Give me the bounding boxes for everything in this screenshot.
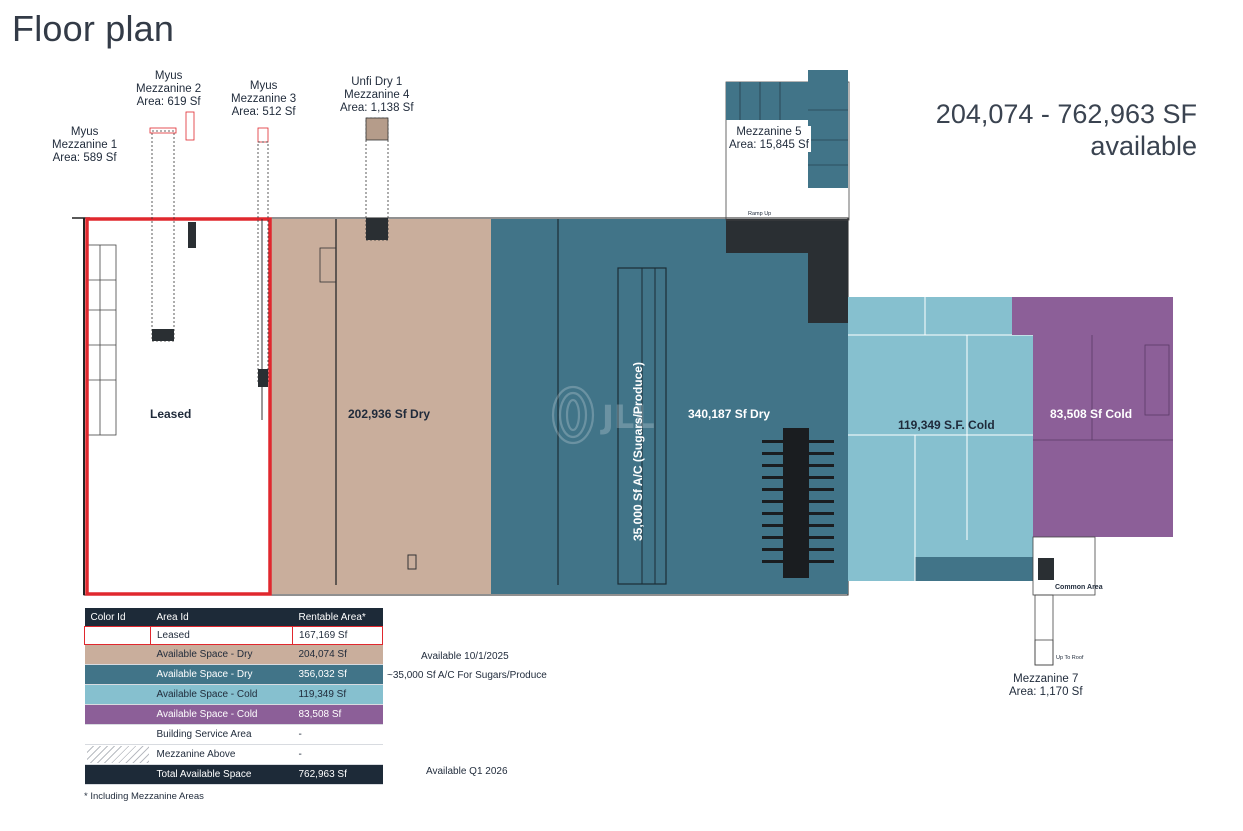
mezzanine-stems bbox=[149, 111, 389, 383]
mezzanine-4-name: Mezzanine 4 bbox=[344, 89, 410, 101]
mezzanine-7-label: Mezzanine 7 Area: 1,170 Sf bbox=[1009, 673, 1083, 699]
mezzanine-1-label: Myus Mezzanine 1 Area: 589 Sf bbox=[52, 126, 117, 165]
dry-zone-tan[interactable] bbox=[271, 219, 491, 594]
cold-zone-purple[interactable] bbox=[1033, 335, 1173, 537]
mezzanine-2-label: Myus Mezzanine 2 Area: 619 Sf bbox=[136, 70, 201, 109]
legend-footnote: * Including Mezzanine Areas bbox=[84, 791, 204, 802]
mezzanine-2-area: Area: 619 Sf bbox=[136, 96, 201, 108]
mezzanine-1-area: Area: 589 Sf bbox=[52, 152, 117, 164]
mezzanine-7-name: Mezzanine 7 bbox=[1013, 673, 1079, 685]
ramp-up-label: Ramp Up bbox=[748, 211, 772, 217]
common-area-label: Common Area bbox=[1055, 584, 1103, 591]
legend-value: - bbox=[298, 749, 302, 760]
mezzanine-2-name: Mezzanine 2 bbox=[136, 83, 202, 95]
legend-swatch-service bbox=[85, 725, 151, 745]
availability-word: available bbox=[1090, 131, 1197, 161]
mezzanine-1-name: Mezzanine 1 bbox=[52, 139, 118, 151]
mezzanine-5-block bbox=[808, 70, 848, 188]
jll-watermark-icon bbox=[551, 385, 595, 445]
legend-area: Mezzanine Above bbox=[156, 749, 236, 760]
legend-note-total-date: Available Q1 2026 bbox=[426, 766, 508, 777]
legend-swatch-total bbox=[84, 764, 151, 785]
legend-header-row: Color Id Area Id Rentable Area* bbox=[84, 608, 383, 627]
legend-swatch-dry-teal bbox=[85, 665, 151, 685]
dry-tan-label: 202,936 Sf Dry bbox=[348, 407, 431, 421]
jll-watermark-text: JLL bbox=[600, 398, 655, 436]
legend-value: 167,169 Sf bbox=[292, 626, 383, 645]
mezzanine-5-name: Mezzanine 5 bbox=[736, 126, 802, 138]
cold-zone-walls bbox=[848, 297, 1033, 581]
up-to-roof-label: Up To Roof bbox=[1056, 655, 1084, 661]
legend-swatch-cold-purple bbox=[85, 705, 151, 725]
legend-area: Leased bbox=[150, 626, 293, 645]
cold-light-label: 119,349 S.F. Cold bbox=[898, 418, 995, 432]
legend-area: Available Space - Cold bbox=[156, 689, 258, 700]
mezzanine-3-name: Mezzanine 3 bbox=[231, 93, 297, 105]
legend-swatch-leased bbox=[84, 626, 151, 645]
legend-header-color: Color Id bbox=[84, 608, 151, 627]
legend-area: Total Available Space bbox=[150, 764, 293, 785]
mezzanine-1-tenant: Myus bbox=[70, 126, 99, 138]
mezzanine-5-area: Area: 15,845 Sf bbox=[729, 139, 809, 151]
legend-row: Mezzanine Above - bbox=[84, 745, 383, 765]
mezzanine-7-structure bbox=[1032, 536, 1096, 666]
mezzanine-3-tenant: Myus bbox=[249, 80, 278, 92]
availability-summary: 204,074 - 762,963 SF available bbox=[936, 98, 1197, 162]
legend-row: Building Service Area - bbox=[84, 725, 383, 745]
legend-table: Color Id Area Id Rentable Area* Leased 1… bbox=[84, 608, 383, 785]
legend-note-ac: ~35,000 Sf A/C For Sugars/Produce bbox=[387, 670, 547, 681]
legend-area: Available Space - Dry bbox=[156, 669, 253, 680]
legend-swatch-mezzanine bbox=[85, 745, 151, 765]
mezzanine-7-area: Area: 1,170 Sf bbox=[1009, 686, 1083, 698]
legend-row: Available Space - Cold 119,349 Sf bbox=[84, 684, 383, 705]
ac-vertical-label: 35,000 Sf A/C (Sugars/Produce) bbox=[631, 362, 645, 541]
conveyor-structure bbox=[762, 428, 834, 578]
legend-row-total: Total Available Space 762,963 Sf bbox=[84, 764, 383, 785]
cold-purple-label: 83,508 Sf Cold bbox=[1050, 407, 1133, 421]
legend-row-leased: Leased 167,169 Sf bbox=[84, 626, 383, 645]
dry-teal-label: 340,187 Sf Dry bbox=[688, 407, 771, 421]
mezzanine-5-label: Mezzanine 5 Area: 15,845 Sf bbox=[727, 126, 811, 152]
legend-area: Available Space - Cold bbox=[156, 709, 258, 720]
legend-swatch-dry-tan bbox=[85, 645, 151, 665]
leased-zone[interactable] bbox=[85, 217, 272, 596]
legend-value: 356,032 Sf bbox=[298, 669, 347, 680]
mezzanine-4-label: Unfi Dry 1 Mezzanine 4 Area: 1,138 Sf bbox=[340, 76, 414, 115]
legend-value: 204,074 Sf bbox=[298, 649, 347, 660]
cold-zone-light[interactable] bbox=[848, 297, 1033, 581]
legend-row: Available Space - Dry 204,074 Sf bbox=[84, 644, 383, 665]
legend-value: 119,349 Sf bbox=[298, 689, 347, 700]
mezzanine-4-tenant: Unfi Dry 1 bbox=[351, 76, 403, 88]
legend-row: Available Space - Cold 83,508 Sf bbox=[84, 704, 383, 725]
legend-value: 762,963 Sf bbox=[292, 764, 383, 785]
mezzanine-2-tenant: Myus bbox=[154, 70, 183, 82]
legend-area: Available Space - Dry bbox=[156, 649, 253, 660]
page-title: Floor plan bbox=[12, 8, 175, 49]
legend-area: Building Service Area bbox=[156, 729, 252, 740]
mezzanine-3-area: Area: 512 Sf bbox=[231, 106, 296, 118]
mezzanine-3-label: Myus Mezzanine 3 Area: 512 Sf bbox=[231, 80, 296, 119]
legend-swatch-cold-light bbox=[85, 685, 151, 705]
leased-label: Leased bbox=[150, 407, 192, 421]
mezzanine-4-area: Area: 1,138 Sf bbox=[340, 102, 414, 114]
legend-value: - bbox=[298, 729, 302, 740]
legend-header-area: Area Id bbox=[150, 608, 293, 627]
legend-note-available-date: Available 10/1/2025 bbox=[421, 651, 509, 662]
legend-row: Available Space - Dry 356,032 Sf bbox=[84, 664, 383, 685]
availability-range: 204,074 - 762,963 SF bbox=[935, 99, 1197, 129]
legend-header-rentable: Rentable Area* bbox=[292, 608, 383, 627]
legend-value: 83,508 Sf bbox=[298, 709, 342, 720]
